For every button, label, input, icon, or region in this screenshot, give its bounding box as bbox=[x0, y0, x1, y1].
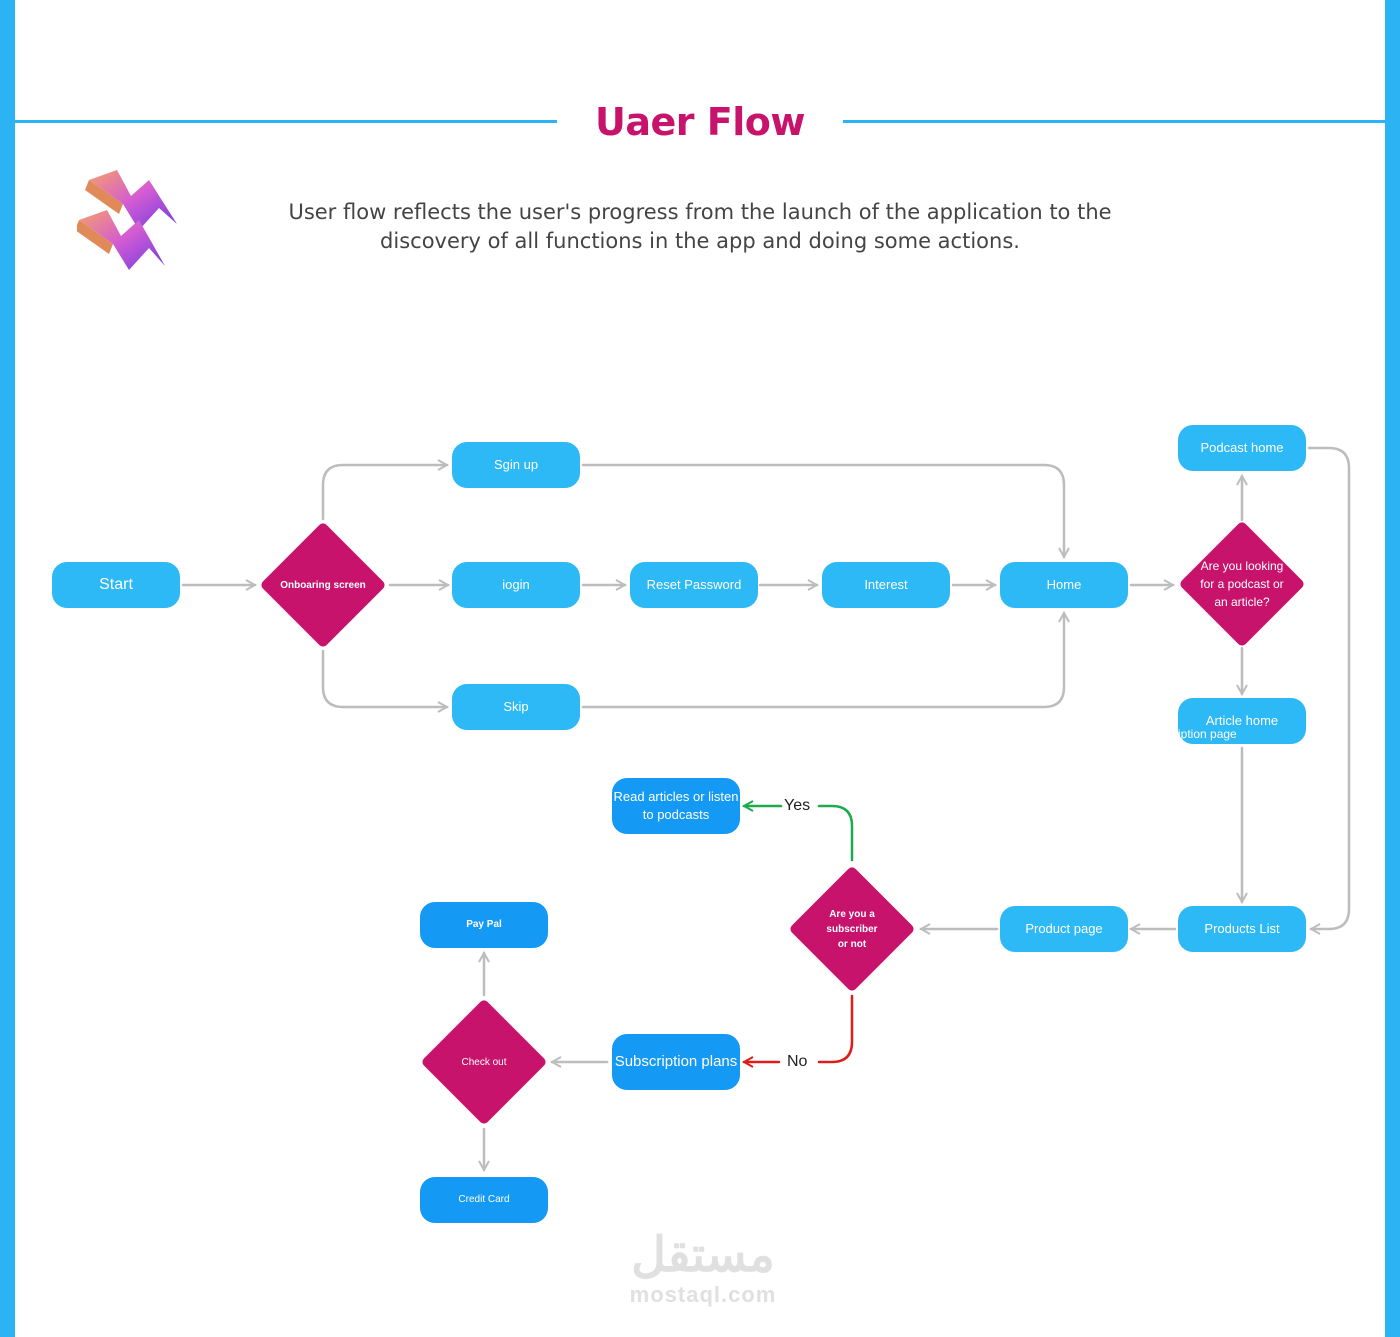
decision-checkout-label: Check out bbox=[461, 1056, 507, 1068]
edge-podcast-products bbox=[1307, 446, 1351, 929]
watermark-arabic: مستقل bbox=[631, 1229, 775, 1282]
node-article-home-overflow-text: iption page bbox=[1178, 727, 1237, 741]
node-interest[interactable]: Interest bbox=[822, 562, 950, 608]
node-paypal[interactable]: Pay Pal bbox=[420, 902, 548, 948]
decision-checkout[interactable]: Check out bbox=[420, 998, 548, 1126]
edge-label-yes: Yes bbox=[784, 797, 811, 814]
edge-yes bbox=[817, 804, 854, 862]
decision-content-type-label: Are you looking for a podcast or an arti… bbox=[1200, 559, 1284, 609]
node-signup[interactable]: Sgin up bbox=[452, 442, 580, 488]
edge-onboarding-skip bbox=[321, 649, 447, 707]
node-login[interactable]: iogin bbox=[452, 562, 580, 608]
node-product-page[interactable]: Product page bbox=[1000, 906, 1128, 952]
decision-subscriber-label: Are you a subscriber or not bbox=[826, 908, 878, 950]
decision-onboarding-label: Onboaring screen bbox=[280, 579, 366, 591]
watermark-latin: mostaql.com bbox=[629, 1282, 777, 1307]
node-subscription-plans[interactable]: Subscription plans bbox=[612, 1034, 740, 1090]
node-skip[interactable]: Skip bbox=[452, 684, 580, 730]
watermark: مستقل mostaql.com bbox=[613, 1230, 793, 1308]
node-start[interactable]: Start bbox=[52, 562, 180, 608]
node-reset-password[interactable]: Reset Password bbox=[630, 562, 758, 608]
edge-no bbox=[817, 994, 854, 1064]
flow-connectors bbox=[181, 446, 1351, 1337]
node-products-list[interactable]: Products List bbox=[1178, 906, 1306, 952]
decision-onboarding[interactable]: Onboaring screen bbox=[259, 521, 387, 649]
header-rule-left bbox=[15, 120, 557, 123]
node-read-articles[interactable]: Read articles or listen to podcasts bbox=[612, 778, 740, 834]
edge-onboarding-signup bbox=[321, 465, 447, 521]
brand-logo-icon bbox=[77, 170, 177, 270]
edge-signup-home bbox=[581, 463, 1064, 557]
node-article-home-label: Article home bbox=[1205, 713, 1279, 728]
node-podcast-home[interactable]: Podcast home bbox=[1178, 425, 1306, 471]
decision-content-type[interactable]: Are you looking for a podcast or an arti… bbox=[1178, 520, 1306, 648]
node-credit-card[interactable]: Credit Card bbox=[420, 1177, 548, 1223]
header-rule-right bbox=[843, 120, 1385, 123]
node-home[interactable]: Home bbox=[1000, 562, 1128, 608]
decision-subscriber[interactable]: Are you a subscriber or not bbox=[788, 865, 916, 993]
page-title: Uaer Flow bbox=[595, 100, 805, 144]
canvas: Uaer Flow User flow reflects the user's … bbox=[15, 0, 1385, 1337]
page-description: User flow reflects the user's progress f… bbox=[288, 200, 1112, 253]
node-article-home[interactable]: Article home bbox=[1178, 698, 1306, 744]
edge-skip-home bbox=[581, 613, 1064, 709]
edge-label-no: No bbox=[787, 1053, 808, 1070]
